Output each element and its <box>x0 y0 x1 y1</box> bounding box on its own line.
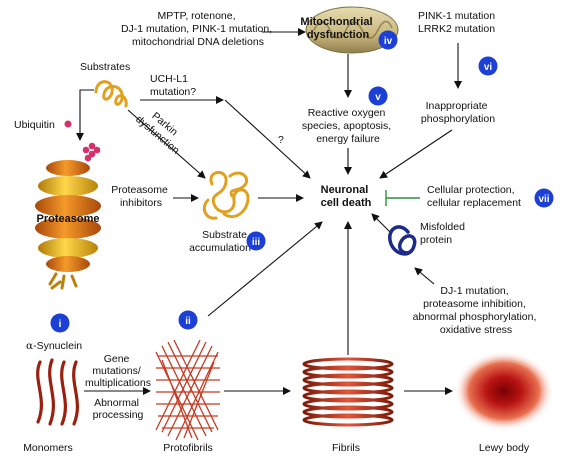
parkin-text: Parkin dysfunction <box>133 103 190 156</box>
monomers-icon <box>36 358 79 426</box>
svg-text:iv: iv <box>384 36 393 47</box>
dj1-causes-text: DJ-1 mutation, proteasome inhibition, ab… <box>413 285 540 336</box>
svg-text:iii: iii <box>252 237 261 248</box>
ubiquitin-label: Ubiquitin <box>14 119 55 131</box>
proteasome-icon <box>35 142 101 290</box>
misfolded-protein-icon <box>388 225 417 256</box>
arrows <box>76 28 462 395</box>
misfolded-text: Misfolded protein <box>420 221 468 246</box>
badge-i: i <box>50 313 70 333</box>
lewy-body-icon <box>454 351 554 431</box>
gene-mutation-text: Gene mutations/ multiplications <box>85 353 151 389</box>
protection-text: Cellular protection, cellular replacemen… <box>427 184 521 209</box>
badge-v: v <box>368 86 388 106</box>
proteasome-label: Proteasome <box>37 213 100 225</box>
arrow-ubiquitin <box>76 89 94 141</box>
abnormal-processing-text: Abnormal processing <box>93 397 144 421</box>
protofibrils-icon <box>155 339 220 441</box>
neuronal-cell-death: Neuronal cell death <box>321 184 372 209</box>
arrow-question-to-death <box>224 99 311 179</box>
monomers-label: Monomers <box>23 442 73 454</box>
svg-text:ii: ii <box>185 316 191 327</box>
badge-iv: iv <box>378 30 398 50</box>
uchl1-text: UCH-L1 mutation? <box>150 73 196 98</box>
svg-text:vi: vi <box>484 62 493 73</box>
badge-vi: vi <box>478 56 498 76</box>
svg-text:vii: vii <box>538 194 549 205</box>
ros-text: Reactive oxygen species, apoptosis, ener… <box>302 107 394 145</box>
protofibrils-label: Protofibrils <box>163 442 213 454</box>
phospho-text: Inappropriate phosphorylation <box>421 100 495 125</box>
substrate-accumulation-icon <box>202 171 250 220</box>
accumulation-text: Substrate accumulation <box>189 229 251 254</box>
badge-iii: iii <box>246 231 266 251</box>
lewy-body-label: Lewy body <box>479 442 530 454</box>
badge-ii: ii <box>178 310 198 330</box>
svg-text:i: i <box>59 319 62 330</box>
inhibition-marker <box>385 190 420 206</box>
arrow-protofibrils-to-death <box>207 221 323 317</box>
synuclein-label: α-Synuclein <box>26 340 82 352</box>
question-mark: ? <box>278 134 284 146</box>
arrow-misfolded-to-death <box>371 213 391 233</box>
arrow-phospho-to-death <box>379 129 453 179</box>
pink-lrrk2-text: PINK-1 mutation LRRK2 mutation <box>418 10 498 35</box>
substrates-label: Substrates <box>80 61 130 73</box>
fibrils-icon <box>302 357 394 427</box>
badge-vii: vii <box>534 188 554 208</box>
ubiquitin-icon <box>64 120 72 128</box>
svg-text:v: v <box>375 92 381 103</box>
mito-causes-text: MPTP, rotenone, DJ-1 mutation, PINK-1 mu… <box>121 10 275 48</box>
fibrils-label: Fibrils <box>332 442 360 454</box>
arrow-parkin <box>127 109 206 179</box>
substrate-coil-icon <box>94 80 128 108</box>
arrow-dj1-to-misfolded <box>414 267 435 285</box>
inhibitors-text: Proteasome inhibitors <box>111 184 171 209</box>
mito-label: Mitochondrial dysfunction <box>300 16 375 41</box>
mitochondrion <box>305 6 399 54</box>
